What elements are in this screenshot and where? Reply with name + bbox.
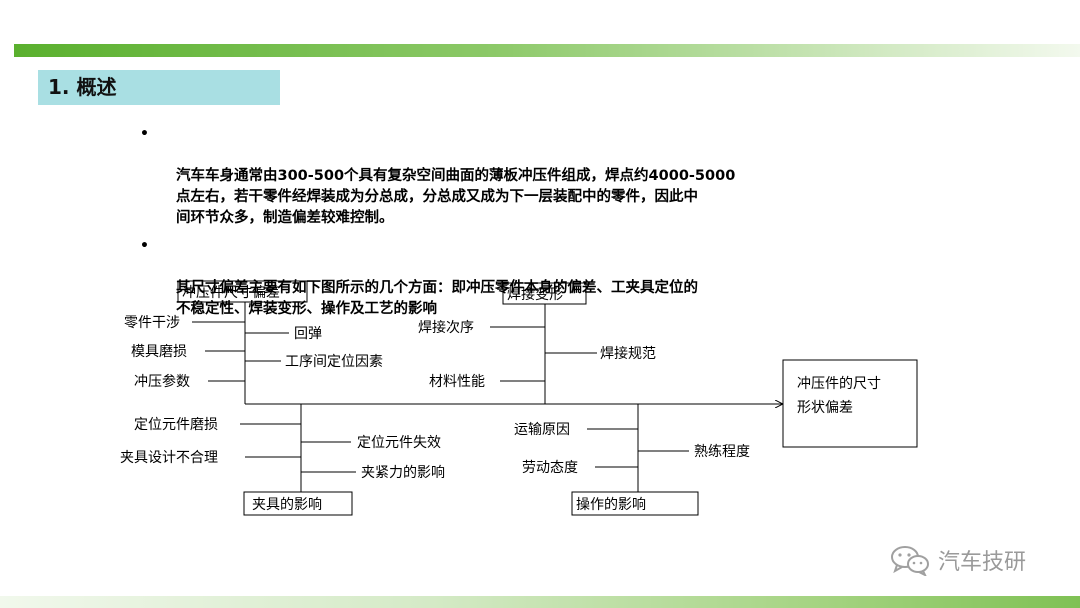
cause-stamping-params: 冲压参数 xyxy=(134,373,190,390)
top-accent-bar xyxy=(14,44,1080,57)
cause-fixture-design: 夹具设计不合理 xyxy=(120,450,218,466)
cause-part-interference: 零件干涉 xyxy=(124,315,180,331)
operation-group-label: 操作的影响 xyxy=(576,497,646,513)
operation-group-box xyxy=(571,491,699,516)
stamping-group-box xyxy=(177,280,308,303)
result-box xyxy=(782,359,918,448)
cause-die-wear: 模具磨损 xyxy=(131,344,187,360)
bullet-text-1: 汽车车身通常由300-500个具有复杂空间曲面的薄板冲压件组成，焊点约4000-… xyxy=(176,168,735,226)
cause-springback: 回弹 xyxy=(294,326,322,342)
watermark-text: 汽车技研 xyxy=(938,550,1027,575)
fixture-group-label: 夹具的影响 xyxy=(252,497,322,513)
cause-welding-sequence: 焊接次序 xyxy=(418,319,474,336)
section-title: 1. 概述 xyxy=(38,70,280,105)
cause-welding-spec: 焊接规范 xyxy=(600,345,656,362)
stamping-group-label: 冲压件尺寸偏差 xyxy=(182,285,280,301)
cause-material-properties: 材料性能 xyxy=(429,374,485,390)
fixture-group-box xyxy=(243,491,353,516)
cause-proficiency: 熟练程度 xyxy=(694,444,750,460)
cause-clamping-force: 夹紧力的影响 xyxy=(361,465,445,481)
bullet-1-line-1: 汽车车身通常由300-500个具有复杂空间曲面的薄板冲压件组成，焊点约4000-… xyxy=(176,168,736,184)
cause-work-attitude: 劳动态度 xyxy=(522,460,578,476)
cause-transport: 运输原因 xyxy=(514,422,570,438)
result-label-line-1: 冲压件的尺寸 xyxy=(797,376,881,392)
cause-locator-wear: 定位元件磨损 xyxy=(134,417,218,433)
bullet-1-line-2: 点左右，若干零件经焊装成为分总成，分总成又成为下一层装配中的零件，因此中 xyxy=(176,189,698,205)
bottom-accent-bar xyxy=(0,596,1080,608)
cause-interprocess-positioning: 工序间定位因素 xyxy=(285,354,383,370)
watermark: 汽车技研 xyxy=(888,544,1026,576)
diagram-lines xyxy=(177,280,918,516)
cause-locator-failure: 定位元件失效 xyxy=(357,435,441,451)
wechat-icon xyxy=(891,546,929,576)
result-label-line-2: 形状偏差 xyxy=(797,400,853,416)
bullet-marker: • xyxy=(140,238,149,254)
bullet-marker: • xyxy=(140,126,149,142)
welding-group-label: 焊接变形 xyxy=(507,286,563,303)
bullet-2-line-2: 不稳定性、焊装变形、操作及工艺的影响 xyxy=(176,301,437,317)
bullet-1-line-3: 间环节众多，制造偏差较难控制。 xyxy=(176,210,394,226)
bullet-item-1: • 汽车车身通常由300-500个具有复杂空间曲面的薄板冲压件组成，焊点约400… xyxy=(140,124,840,229)
welding-group-box xyxy=(502,282,587,305)
